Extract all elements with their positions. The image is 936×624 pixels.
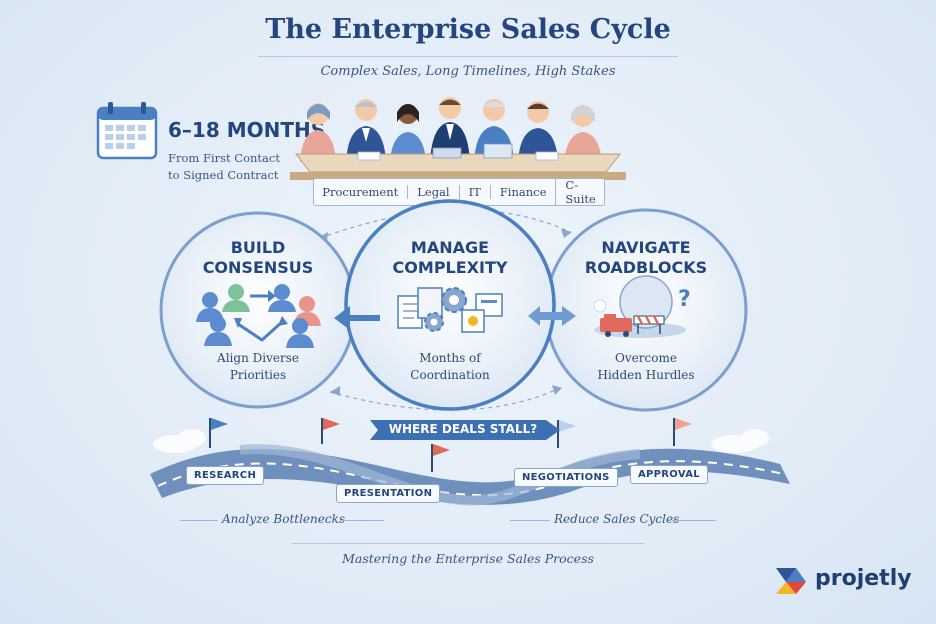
circle-1-caption-line-1: Align Diverse bbox=[217, 351, 299, 365]
department-legal: Legal bbox=[407, 185, 458, 199]
timeline-line-1: From First Contact bbox=[168, 151, 280, 165]
arrow-left-icon bbox=[334, 306, 380, 330]
timeline-description: From First Contact to Signed Contract bbox=[168, 150, 280, 184]
calendar-icon bbox=[96, 102, 158, 160]
people-consensus-icon bbox=[196, 284, 321, 348]
page-subtitle: Complex Sales, Long Timelines, High Stak… bbox=[320, 64, 616, 79]
stakeholder-meeting-illustration bbox=[290, 97, 626, 180]
svg-text:?: ? bbox=[678, 287, 691, 312]
caption-reduce-sales-cycles: Reduce Sales Cycles bbox=[554, 512, 680, 526]
circle-2-title-line-1: MANAGE bbox=[410, 238, 490, 257]
flag-icon bbox=[209, 418, 228, 448]
department-it: IT bbox=[458, 185, 490, 199]
department-finance: Finance bbox=[489, 185, 556, 199]
circle-2-caption-line-2: Coordination bbox=[410, 368, 490, 382]
stage-approval: APPROVAL bbox=[630, 465, 708, 484]
stage-presentation: PRESENTATION bbox=[336, 484, 441, 503]
documents-gears-icon bbox=[397, 287, 503, 333]
divider bbox=[510, 520, 550, 521]
stall-banner-text: WHERE DEALS STALL? bbox=[388, 422, 538, 436]
circle-3-caption-line-2: Hidden Hurdles bbox=[597, 368, 695, 382]
roadblock-icon: ? bbox=[593, 275, 691, 338]
flag-icon bbox=[321, 418, 340, 444]
timeline-duration: 6–18 MONTHS bbox=[168, 118, 326, 142]
circle-1-caption-line-2: Priorities bbox=[229, 368, 287, 382]
department-c-suite: C-Suite bbox=[555, 178, 604, 206]
flag-icon bbox=[557, 420, 576, 448]
circle-3-caption: Overcome Hidden Hurdles bbox=[576, 350, 716, 384]
divider bbox=[672, 520, 716, 521]
circle-1-caption: Align Diverse Priorities bbox=[188, 350, 328, 384]
circle-2-caption-line-1: Months of bbox=[419, 351, 481, 365]
flag-icon bbox=[431, 444, 450, 472]
circle-2-title-line-2: COMPLEXITY bbox=[392, 258, 508, 277]
double-arrow-icon bbox=[528, 306, 576, 326]
circle-3-title: NAVIGATE ROADBLOCKS bbox=[576, 238, 716, 278]
page-title: The Enterprise Sales Cycle bbox=[265, 14, 671, 45]
circle-1-title-line-2: CONSENSUS bbox=[202, 258, 314, 277]
brand-name: projetly bbox=[815, 566, 912, 591]
projetly-logo-icon bbox=[776, 568, 806, 594]
divider bbox=[340, 520, 384, 521]
circle-3-title-line-1: NAVIGATE bbox=[601, 238, 691, 257]
footer-text: Mastering the Enterprise Sales Process bbox=[342, 551, 594, 566]
flag-icon bbox=[673, 418, 692, 446]
circle-2-caption: Months of Coordination bbox=[375, 350, 525, 384]
circle-2-title: MANAGE COMPLEXITY bbox=[375, 238, 525, 278]
stage-negotiations: NEGOTIATIONS bbox=[514, 468, 618, 487]
stage-research: RESEARCH bbox=[186, 466, 265, 485]
footer-divider bbox=[292, 543, 644, 544]
divider bbox=[180, 520, 218, 521]
circle-1-title: BUILD CONSENSUS bbox=[188, 238, 328, 278]
circle-3-caption-line-1: Overcome bbox=[615, 351, 677, 365]
caption-analyze-bottlenecks: Analyze Bottlenecks bbox=[222, 512, 346, 526]
departments-bar: Procurement Legal IT Finance C-Suite bbox=[313, 178, 605, 206]
department-procurement: Procurement bbox=[322, 185, 399, 199]
timeline-line-2: to Signed Contract bbox=[168, 168, 279, 182]
circle-3-title-line-2: ROADBLOCKS bbox=[584, 258, 708, 277]
title-divider bbox=[258, 56, 678, 57]
road bbox=[150, 448, 790, 505]
circle-1-title-line-1: BUILD bbox=[230, 238, 286, 257]
stall-banner bbox=[370, 420, 560, 440]
